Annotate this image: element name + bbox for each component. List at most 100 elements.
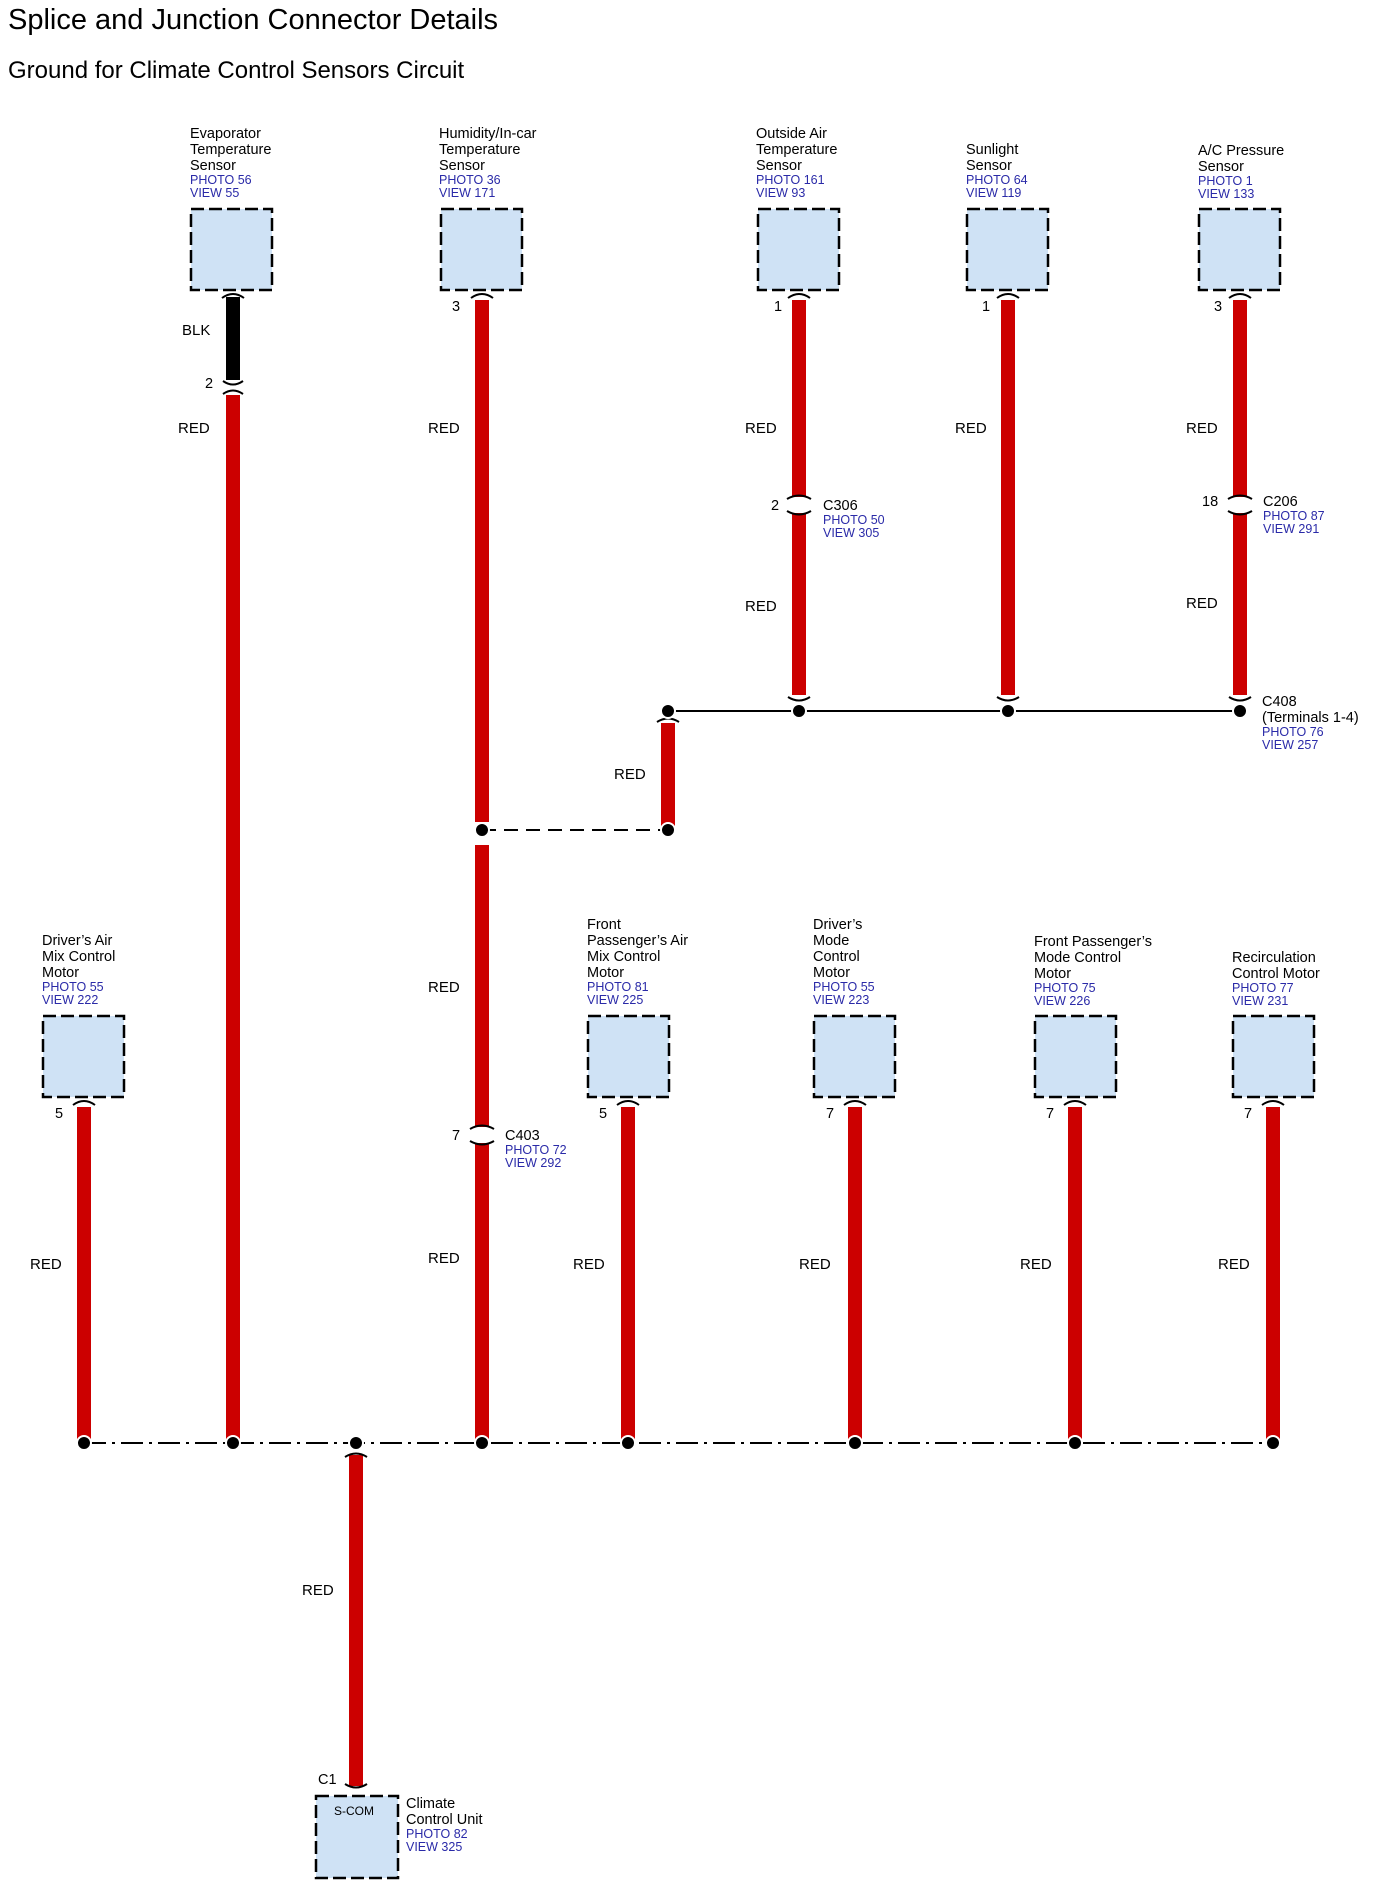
humidity-pin-number: 3	[452, 299, 461, 315]
splice-dot-gnd-4	[474, 1435, 490, 1451]
sunlight-sensor-box[interactable]	[965, 207, 1050, 292]
c306-top	[786, 494, 812, 500]
c206-bottom	[1227, 510, 1253, 516]
c206-top	[1227, 494, 1253, 500]
front-pass-mode-motor-box[interactable]	[1033, 1014, 1118, 1099]
c408-outside-cap	[787, 696, 811, 702]
wire-label-red: RED	[1186, 420, 1218, 437]
humidity-pin-cap	[470, 293, 494, 299]
c306-pin-number: 2	[771, 498, 780, 514]
wires	[77, 297, 1280, 1786]
driver-mode-pin-cap	[843, 1100, 867, 1106]
splice-dot-humidity-link	[474, 822, 490, 838]
c403-bottom	[469, 1140, 495, 1146]
wire-label-red: RED	[799, 1256, 831, 1273]
evap-pin-number: 2	[205, 376, 214, 392]
driver-air-mix-pin-cap	[72, 1100, 96, 1106]
sunlight-pin-number: 1	[982, 299, 991, 315]
splice-dot-gnd-2	[225, 1435, 241, 1451]
wire-label-red: RED	[428, 420, 460, 437]
wire-label-red: RED	[428, 979, 460, 996]
wire-label-blk: BLK	[182, 322, 211, 339]
wire-label-red: RED	[955, 420, 987, 437]
acp-pin-number: 3	[1214, 299, 1223, 315]
front-pass-air-mix-pin-number: 5	[599, 1106, 608, 1122]
wire-label-red: RED	[614, 766, 646, 783]
wire-label-red: RED	[1218, 1256, 1250, 1273]
splice-dots	[76, 703, 1281, 1451]
splice-dot-c408-link	[660, 822, 676, 838]
c306-bottom	[786, 510, 812, 516]
recirc-pin-cap	[1261, 1100, 1285, 1106]
wire-label-red: RED	[428, 1250, 460, 1267]
splice-dot-c408-sunlight	[1000, 703, 1016, 719]
component-boxes	[41, 207, 1316, 1880]
evap-box-pin-cap	[221, 293, 245, 299]
ac-pressure-sensor-box[interactable]	[1197, 207, 1282, 292]
splice-dot-gnd-5	[620, 1435, 636, 1451]
wire-label-red: RED	[302, 1582, 334, 1599]
splice-dot-c408-outside	[791, 703, 807, 719]
scom-terminal-label: S-COM	[334, 1804, 374, 1818]
wire-label-red: RED	[30, 1256, 62, 1273]
acp-pin-cap	[1228, 293, 1252, 299]
ccu-bus-cap	[344, 1452, 368, 1458]
front-pass-air-mix-motor-box[interactable]	[586, 1014, 671, 1099]
evap-inline-pin-top	[222, 380, 244, 386]
c403-pin-number: 7	[452, 1128, 461, 1144]
c408-acp-cap	[1228, 696, 1252, 702]
driver-mode-motor-box[interactable]	[812, 1014, 897, 1099]
driver-air-mix-pin-number: 5	[55, 1106, 64, 1122]
wire-label-red: RED	[178, 420, 210, 437]
c408-sunlight-cap	[996, 696, 1020, 702]
evap-inline-pin-bottom	[222, 389, 244, 395]
front-pass-mode-pin-number: 7	[1046, 1106, 1055, 1122]
outside-air-sensor-box[interactable]	[756, 207, 841, 292]
splice-dot-gnd-8	[1265, 1435, 1281, 1451]
splice-dot-gnd-3	[348, 1435, 364, 1451]
wire-label-red: RED	[573, 1256, 605, 1273]
humidity-sensor-box[interactable]	[439, 207, 524, 292]
wire-label-red: RED	[745, 420, 777, 437]
splice-dot-gnd-7	[1067, 1435, 1083, 1451]
c403-top	[469, 1124, 495, 1130]
ccu-pin-number: C1	[318, 1772, 337, 1788]
wire-label-red: RED	[1186, 595, 1218, 612]
ccu-pin-cap	[344, 1783, 368, 1789]
front-pass-air-mix-pin-cap	[616, 1100, 640, 1106]
wire-label-red: RED	[1020, 1256, 1052, 1273]
connector-symbols	[72, 293, 1285, 1789]
splice-dot-c408-left	[660, 703, 676, 719]
climate-control-unit-box[interactable]	[314, 1794, 400, 1880]
page-title: Splice and Junction Connector Details	[8, 4, 499, 36]
splice-dot-gnd-6	[847, 1435, 863, 1451]
recirc-pin-number: 7	[1244, 1106, 1253, 1122]
outside-pin-cap	[787, 293, 811, 299]
page-subtitle: Ground for Climate Control Sensors Circu…	[8, 57, 465, 84]
splice-dot-c408-acp	[1232, 703, 1248, 719]
outside-pin-number: 1	[774, 299, 783, 315]
driver-mode-pin-number: 7	[826, 1106, 835, 1122]
c408-drop-cap	[656, 717, 680, 723]
sunlight-pin-cap	[996, 293, 1020, 299]
splice-dot-gnd-1	[76, 1435, 92, 1451]
driver-air-mix-motor-box[interactable]	[41, 1014, 126, 1099]
front-pass-mode-pin-cap	[1063, 1100, 1087, 1106]
evap-sensor-box[interactable]	[189, 207, 274, 292]
recirc-motor-box[interactable]	[1231, 1014, 1316, 1099]
